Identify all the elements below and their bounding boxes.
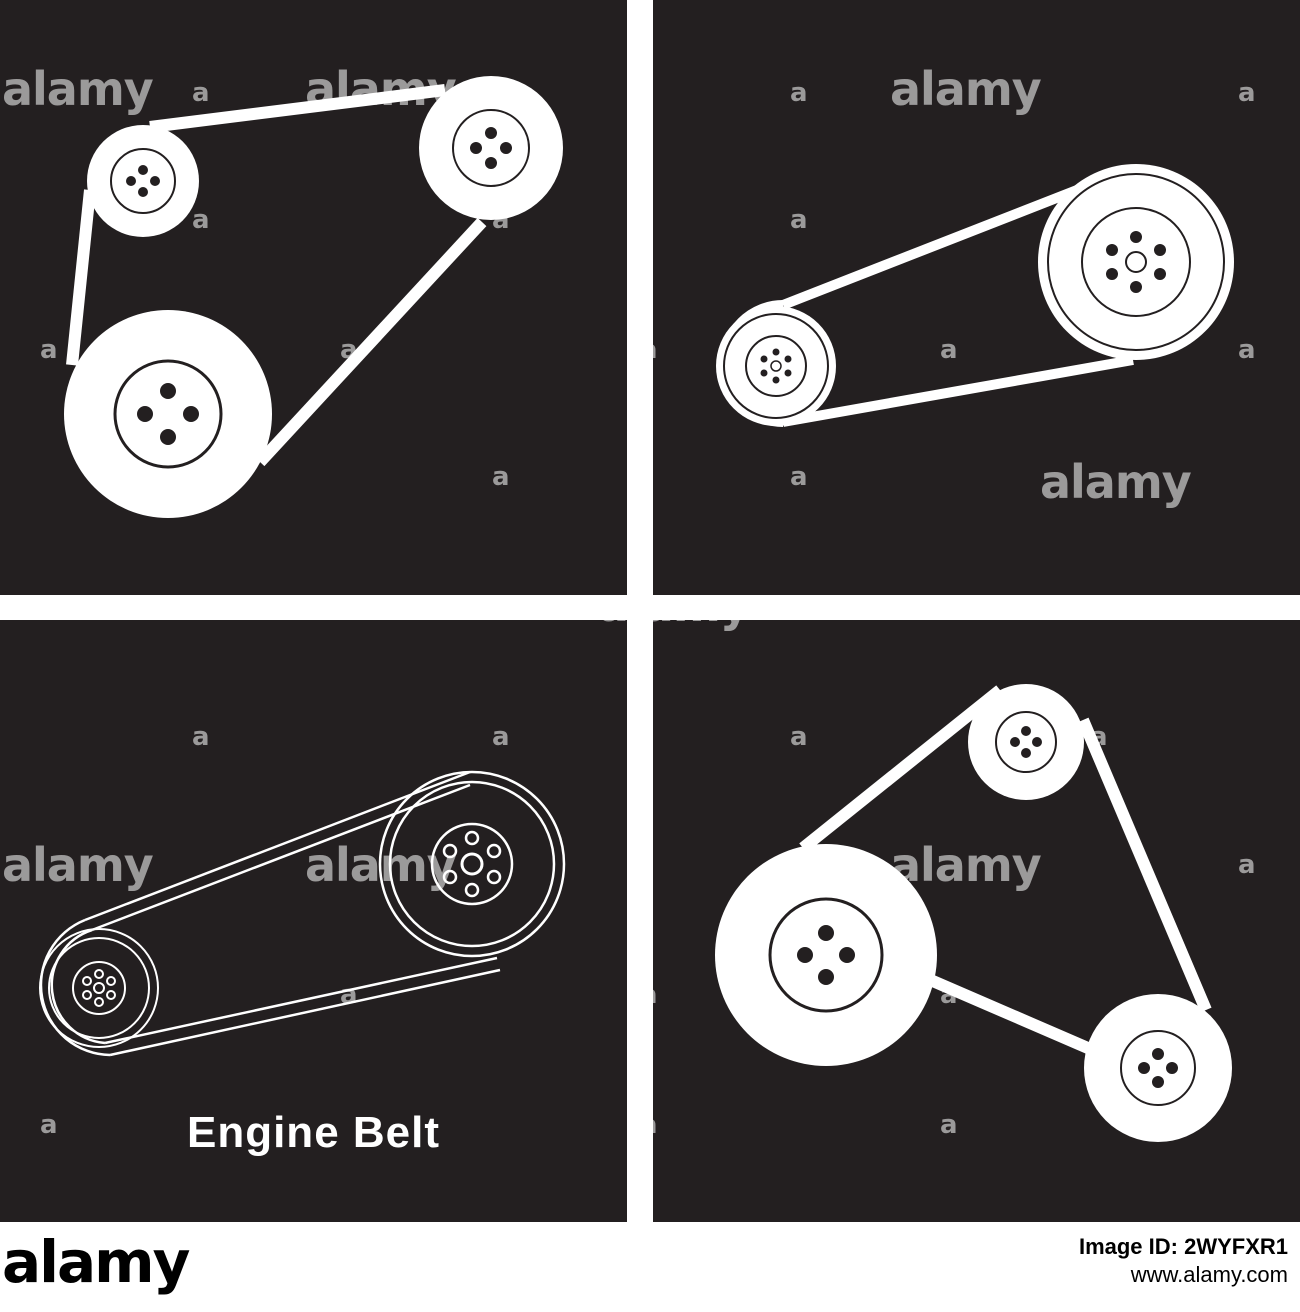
belt [39,770,501,1057]
panel-two-pulley-solid [653,0,1300,595]
pulley-medium [1084,994,1232,1142]
panel-three-pulley-solid [0,0,627,595]
belt-drive-diagram-2 [716,164,1234,427]
pulley-small [716,306,836,426]
pulley-large [1038,164,1234,360]
pulley-small [968,684,1084,800]
site-url: www.alamy.com [1130,1262,1288,1287]
caption-engine-belt: Engine Belt [186,1108,441,1157]
pulley-large [378,770,566,958]
footer-strip [0,1222,1300,1312]
belt-drive-diagram-4 [715,684,1232,1142]
pulley-medium [419,76,563,220]
panel-three-pulley-solid-alt [653,620,1300,1222]
belt-drive-diagram-3 [39,770,566,1057]
pulley-large [64,310,272,518]
pulley-large [715,844,937,1066]
panel-two-pulley-outline: Engine Belt [0,620,627,1222]
pulley-small [87,125,199,237]
image-id-label: Image ID: 2WYFXR1 [1078,1234,1288,1259]
pulley-small [39,928,159,1048]
belt-drive-diagram-1 [64,76,563,518]
belt [66,84,487,467]
brand-logo: alamy [2,1228,190,1296]
